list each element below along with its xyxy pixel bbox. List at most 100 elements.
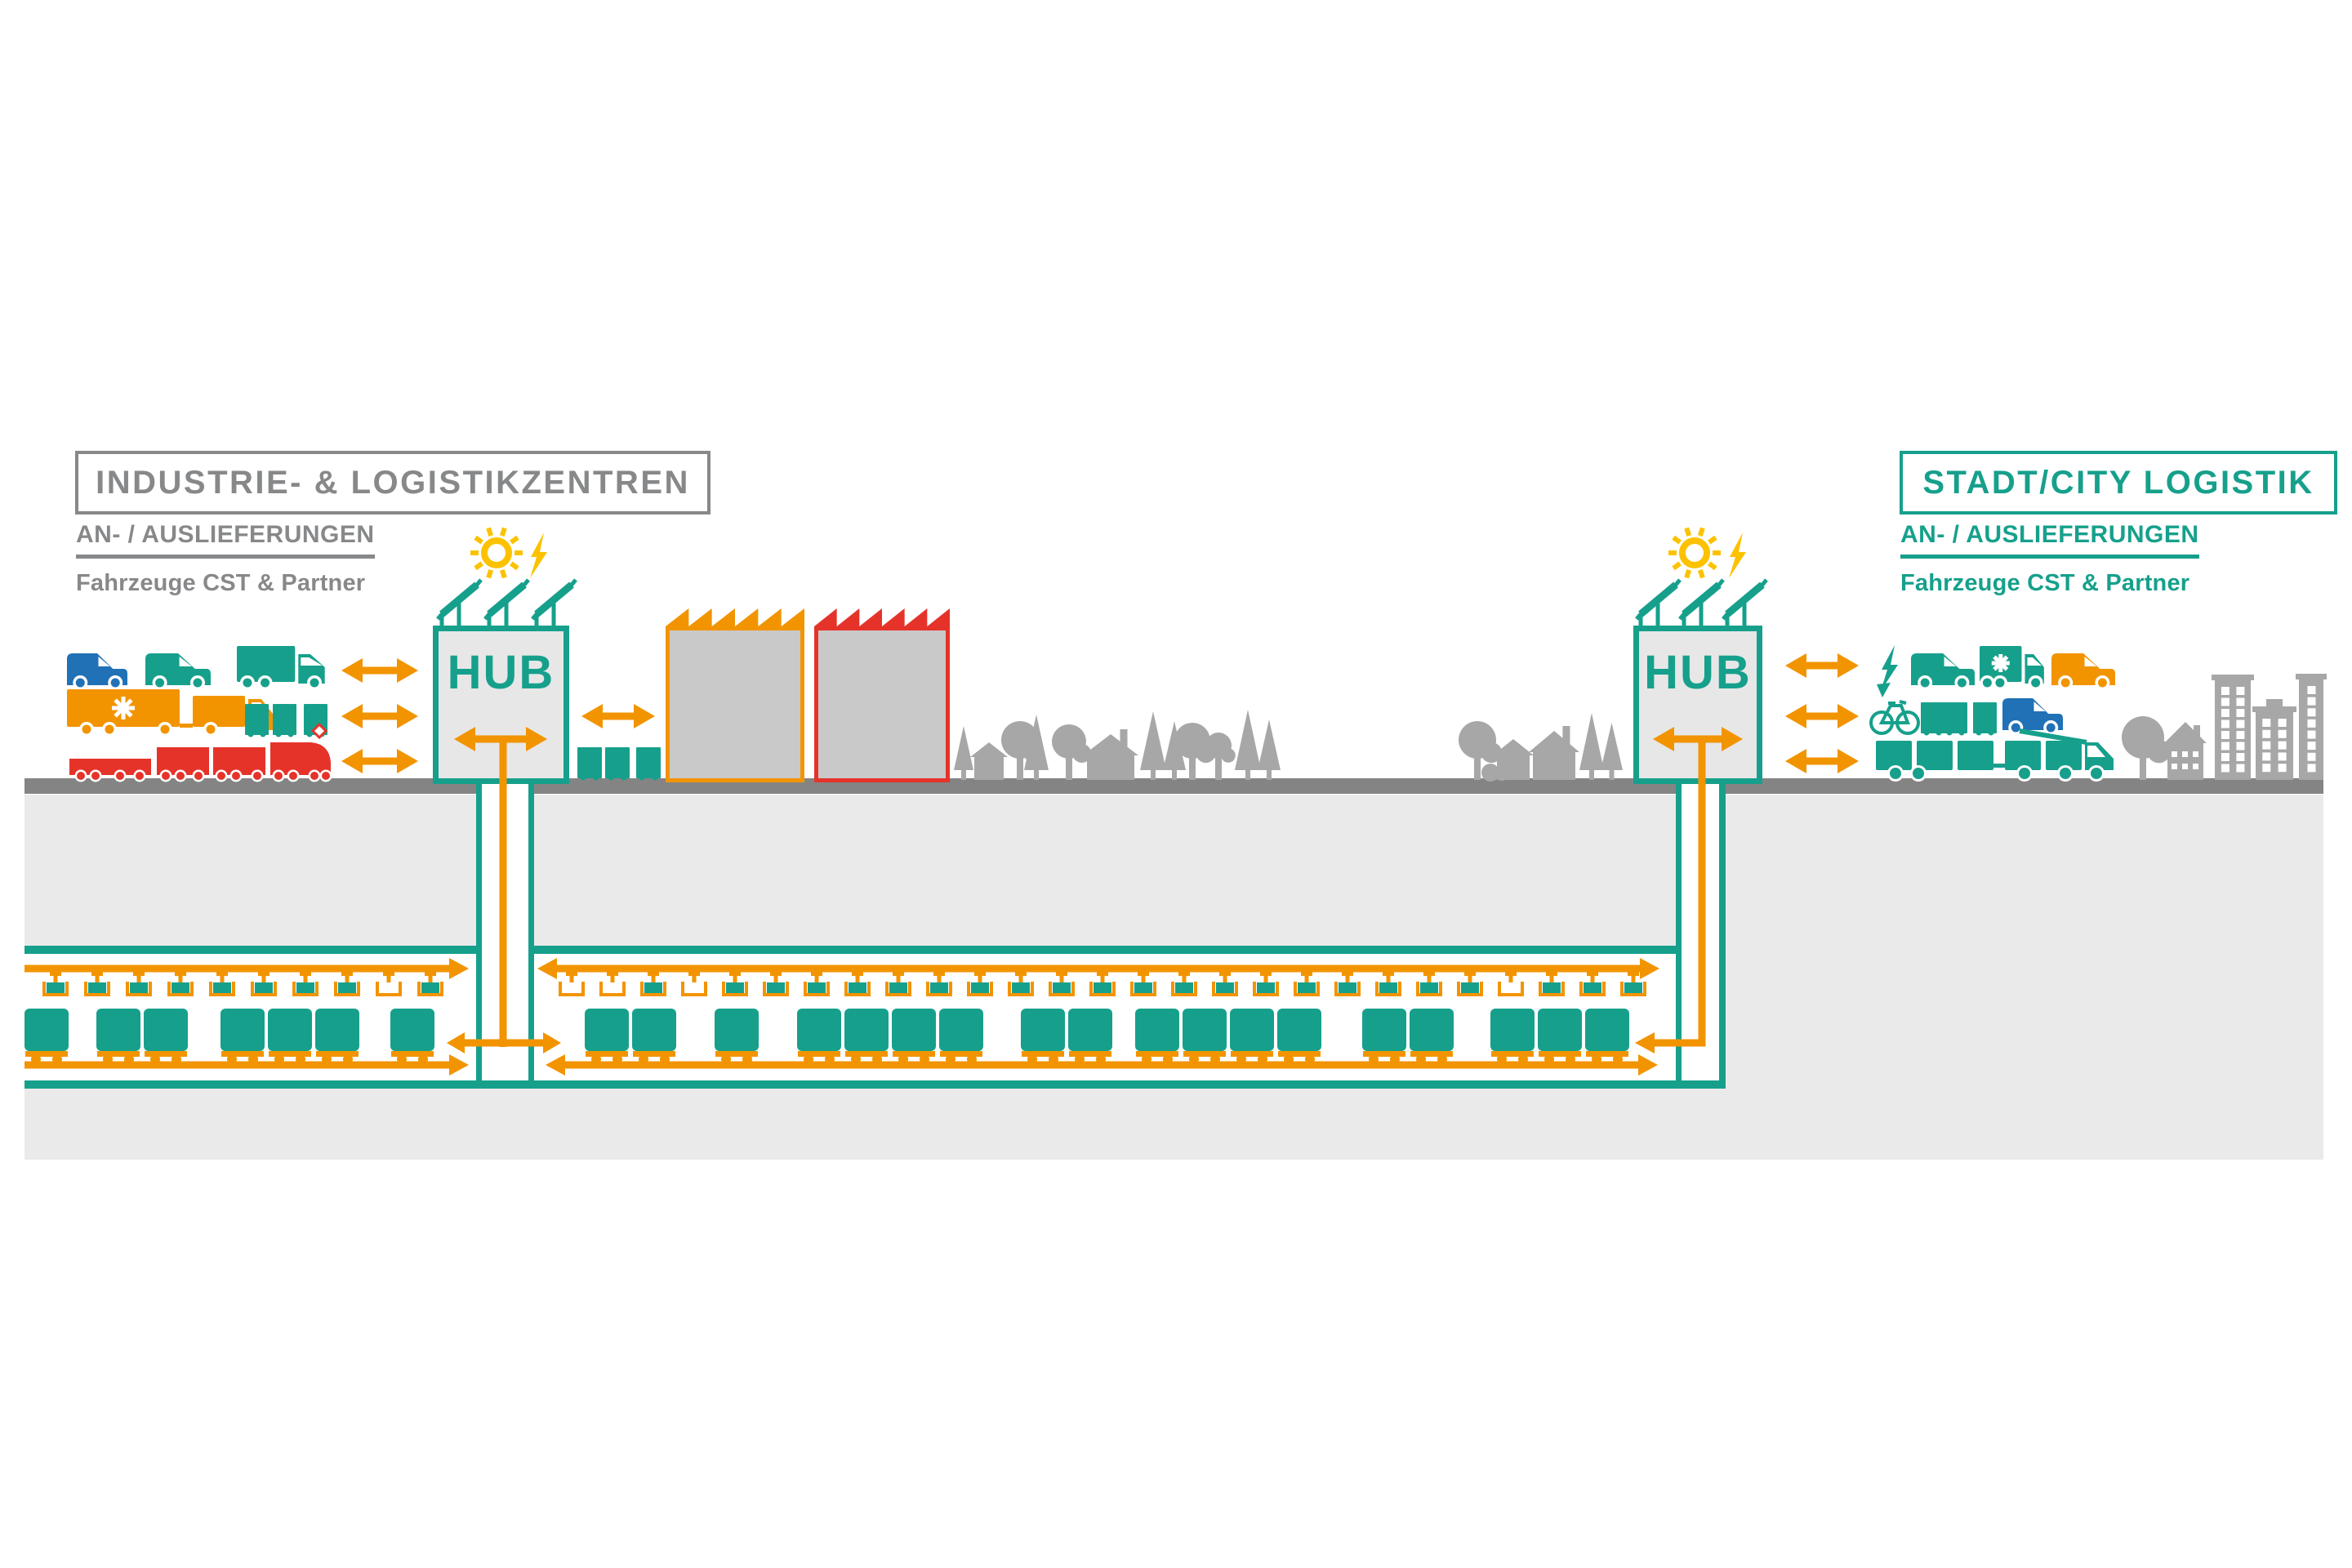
- conifer-icon: [1235, 710, 1261, 780]
- lightning-icon: [530, 532, 547, 578]
- house-icon: [1493, 739, 1534, 780]
- conifer-icon: [1579, 713, 1604, 780]
- monorail-carrier-loaded: [42, 972, 69, 996]
- monorail-carrier-loaded: [722, 972, 748, 996]
- cargo-shuttle: [220, 1009, 265, 1064]
- apartment-building-icon: [2252, 699, 2296, 780]
- monorail-carrier-loaded: [1130, 972, 1156, 996]
- city-logistics-title-text: STADT/CITY LOGISTIK: [1922, 464, 2314, 501]
- hub1-label: HUB: [447, 646, 555, 699]
- hub1-factory-arrow: [581, 704, 655, 728]
- exchange-arrow: [341, 704, 418, 728]
- apartment-building-icon: [2296, 674, 2327, 780]
- cargo-shuttle: [1410, 1009, 1454, 1064]
- factory-orange: [666, 608, 804, 782]
- monorail-carrier-empty: [681, 972, 707, 996]
- monorail-carrier-loaded: [1294, 972, 1320, 996]
- house-icon: [1083, 729, 1138, 780]
- monorail-carrier-loaded: [1539, 972, 1565, 996]
- delivery-van-teal: [145, 653, 211, 690]
- monorail-carrier-loaded: [1620, 972, 1646, 996]
- cst-container: [273, 704, 296, 737]
- hub-lift-lines: [447, 736, 1706, 1054]
- cargo-shuttle: [1183, 1009, 1227, 1064]
- cargo-shuttle: [939, 1009, 983, 1064]
- apartment-building-icon: [2212, 675, 2254, 780]
- exchange-arrow: [1785, 704, 1859, 728]
- exchange-arrow: [341, 749, 418, 773]
- delivery-van-teal: [1911, 653, 1975, 690]
- exchange-arrow: [341, 658, 418, 683]
- cargo-bike-icon: [1869, 700, 1920, 735]
- delivery-van-blue: [67, 653, 127, 690]
- cargo-shuttle: [892, 1009, 936, 1064]
- cargo-shuttle: [1585, 1009, 1629, 1064]
- cst-container: [1921, 702, 1944, 736]
- monorail-carrier-loaded: [251, 972, 277, 996]
- monorail-carrier-loaded: [1334, 972, 1361, 996]
- solar-panels: [436, 578, 1768, 626]
- hub2-surface-arrow: [1653, 727, 1743, 751]
- monorail-carrier-loaded: [167, 972, 194, 996]
- right-vehicle-fleet: [1869, 645, 2115, 782]
- monorail-carrier-loaded: [292, 972, 318, 996]
- city-house-icon: [2164, 722, 2207, 780]
- conifer-icon: [1258, 719, 1281, 780]
- monorail-carrier-loaded: [640, 972, 666, 996]
- tree-icon: [2122, 716, 2171, 780]
- cargo-shuttle: [1538, 1009, 1582, 1064]
- conifer-icon: [1140, 711, 1166, 780]
- cargo-shuttle: [1362, 1009, 1406, 1064]
- monorail-carrier-loaded: [1457, 972, 1483, 996]
- monorail-carrier-loaded: [84, 972, 110, 996]
- cargo-shuttle: [1135, 1009, 1179, 1064]
- hub2-building: [1633, 626, 1762, 784]
- cargo-shuttle: [1068, 1009, 1112, 1064]
- cst-container: [245, 704, 269, 737]
- cargo-shuttle: [797, 1009, 841, 1064]
- monorail-carrier-empty: [599, 972, 626, 996]
- cargo-shuttle: [632, 1009, 676, 1064]
- monorail-carrier-loaded: [1253, 972, 1279, 996]
- cargo-shuttle: [1490, 1009, 1535, 1064]
- tunnel-cargo-shuttles: [24, 1009, 1629, 1064]
- monorail-carrier-loaded: [1212, 972, 1238, 996]
- cargo-shuttle: [585, 1009, 629, 1064]
- cargo-shuttle: [844, 1009, 889, 1064]
- monorail-carrier-loaded: [1049, 972, 1075, 996]
- hub1-containers: [577, 747, 661, 781]
- electric-cargo-road-train-teal: [1876, 728, 2114, 782]
- monorail-carrier-empty: [559, 972, 585, 996]
- electric-lightning-icon: [1877, 645, 1898, 697]
- ground-strip: [24, 778, 2323, 794]
- conifer-icon: [1024, 715, 1049, 780]
- tree-icon: [1205, 733, 1236, 780]
- monorail-carrier-empty: [376, 972, 402, 996]
- monorail-carrier-loaded: [926, 972, 952, 996]
- cargo-shuttle: [1230, 1009, 1274, 1064]
- conifer-icon: [1601, 723, 1623, 780]
- cargo-shuttle: [24, 1009, 69, 1064]
- monorail-carrier-loaded: [1171, 972, 1197, 996]
- monorail-carrier-loaded: [763, 972, 789, 996]
- exchange-arrow: [1785, 749, 1859, 773]
- monorail-carrier-loaded: [885, 972, 911, 996]
- monorail-carrier-loaded: [844, 972, 871, 996]
- right-deliveries-label: AN- / AUSLIEFERUNGEN: [1900, 521, 2199, 559]
- cargo-shuttle: [144, 1009, 188, 1064]
- cargo-shuttle: [96, 1009, 140, 1064]
- tree-icon: [1052, 724, 1092, 780]
- lightning-icon: [1729, 532, 1746, 578]
- overhead-monorail-carriers: [42, 972, 1646, 996]
- refrigerated-road-train-orange: [67, 689, 273, 737]
- house-icon: [970, 742, 1008, 780]
- cargo-shuttle: [1277, 1009, 1321, 1064]
- tree-icon: [1459, 721, 1502, 780]
- cargo-shuttle: [1021, 1009, 1065, 1064]
- conifer-icon: [954, 726, 973, 780]
- monorail-carrier-empty: [1498, 972, 1524, 996]
- left-vehicle-fleet: [67, 646, 332, 782]
- monorail-carrier-loaded: [417, 972, 443, 996]
